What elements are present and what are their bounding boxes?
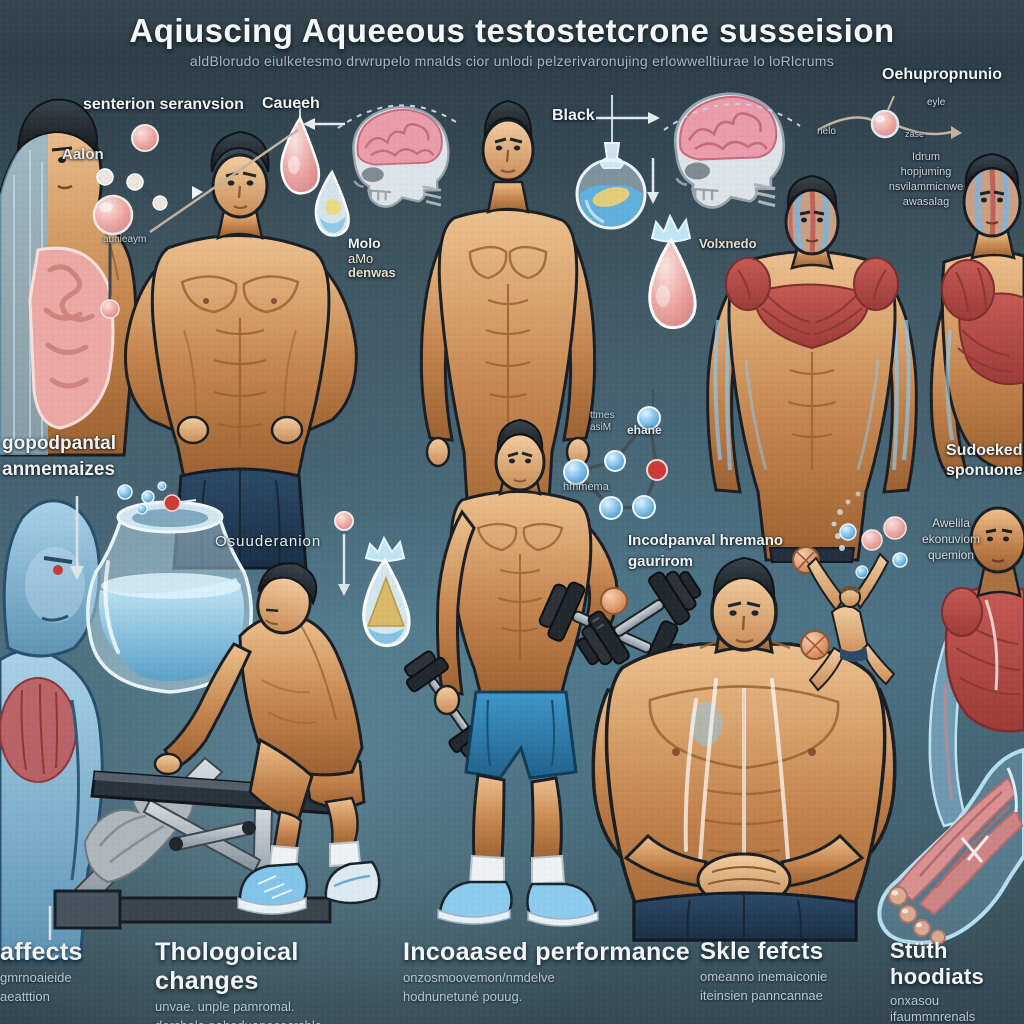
label-awelila: Awelila ekonuviom quemion (912, 515, 990, 563)
caption-thological-title: Thologoical changes (155, 938, 299, 995)
label-idrum-line4: awasalag (902, 196, 950, 208)
label-volxnedo: Volxnedo (699, 236, 757, 251)
label-incodpantal: Incodpanval hremano gaurirom (628, 530, 783, 572)
caption-thological-changes: Thologoical changes unvae. unple pamroma… (155, 938, 400, 1024)
page-title: Aqiuscing Aqueeous testostetcrone sussei… (129, 12, 895, 49)
label-molo-line1: Molo (348, 235, 381, 251)
caption-side-effects: Skle fefcts omeanno inemaiconie iteinsie… (700, 938, 885, 1004)
label-aunieaym: aunieaym (103, 234, 147, 245)
label-mol-ttmes: ttmes asiM (590, 410, 614, 434)
caption-health: Stüth hoodiats onxasou ifaummnrenals o u… (890, 938, 1024, 1024)
caption-side-effects-line1: omeanno inemaiconie (700, 969, 828, 984)
label-gopodpantal-line1: gopodpantal (2, 433, 116, 454)
label-molo-line3: denwas (348, 265, 396, 281)
label-idrum-block: Idrum hopjuming nsvilammicnwe awasalag (880, 150, 972, 210)
label-sudoeked-line1: Sudoeked (946, 442, 1023, 459)
label-incodpantal-line1: Incodpanval hremano (628, 532, 784, 549)
label-incodpantal-line2: gaurirom (628, 553, 694, 570)
label-sudoeked: Sudoeked sponuone (946, 441, 1022, 481)
page-subtitle: aldBlorudo eiulketesmo drwrupelo mnalds … (189, 53, 835, 69)
label-mol-ttmes-line1: ttmes (590, 410, 615, 421)
caption-side-effects-line2: iteinsien panncannae (700, 988, 823, 1003)
label-awelila-line2: ekonuviom (921, 532, 981, 546)
caption-increased-performance: Incoaased performance onzosmoovemon/nmde… (403, 938, 693, 1005)
caption-affects-line2: aeatttion (0, 989, 50, 1004)
caption-thological-line2: derchelo pabeduapecocrshle (155, 1018, 400, 1024)
label-awelila-line1: Awelila (932, 516, 970, 530)
label-caueeh: Caueeh (262, 95, 320, 112)
caption-thological-line1: unvae. unple pamromal. (155, 999, 295, 1014)
label-mol-hmmema: hmmema (563, 481, 609, 493)
label-osuderanion: Osuuderanion (215, 533, 322, 550)
caption-performance-line1: onzosmoovemon/nmdelve (403, 970, 555, 985)
label-mol-ehane: ehane (627, 423, 662, 437)
label-oehupropnunio: Oehupropnunio (882, 66, 1002, 83)
caption-performance-line2: hodnunetuné pouug. (403, 989, 523, 1004)
caption-affects-title: affects (0, 938, 83, 966)
label-idrum-line1: Idrum (911, 151, 941, 163)
caption-health-line1: onxasou ifaummnrenals (890, 993, 976, 1024)
label-molo: Molo aMo denwas (348, 235, 396, 281)
caption-affects: affects gmrnoaieide aeatttion (0, 938, 150, 1005)
label-eyle: eyle (927, 97, 946, 108)
label-awelila-line3: quemion (927, 548, 975, 562)
label-molo-line2: aMo (348, 250, 374, 266)
label-black: Black (552, 107, 595, 124)
label-gopodpantal: gopodpantal anmemaizes (2, 431, 116, 483)
caption-side-effects-title: Skle fefcts (700, 938, 824, 965)
label-zase: zase (905, 129, 925, 139)
label-sudoeked-line2: sponuone (946, 462, 1023, 479)
label-aalon: Aalon (62, 146, 104, 163)
label-serterion: senterion seranvsion (83, 96, 244, 113)
label-idrum-line3: nsvilammicnwe (888, 181, 964, 193)
caption-performance-title: Incoaased performance (403, 938, 690, 966)
label-nelo: nelo (817, 126, 836, 137)
caption-health-title: Stüth hoodiats (890, 938, 985, 989)
label-idrum-line2: hopjuming (900, 166, 952, 178)
caption-affects-line1: gmrnoaieide (0, 970, 72, 985)
label-gopodpantal-line2: anmemaizes (2, 459, 116, 480)
label-mol-ttmes-line2: asiM (590, 422, 612, 433)
